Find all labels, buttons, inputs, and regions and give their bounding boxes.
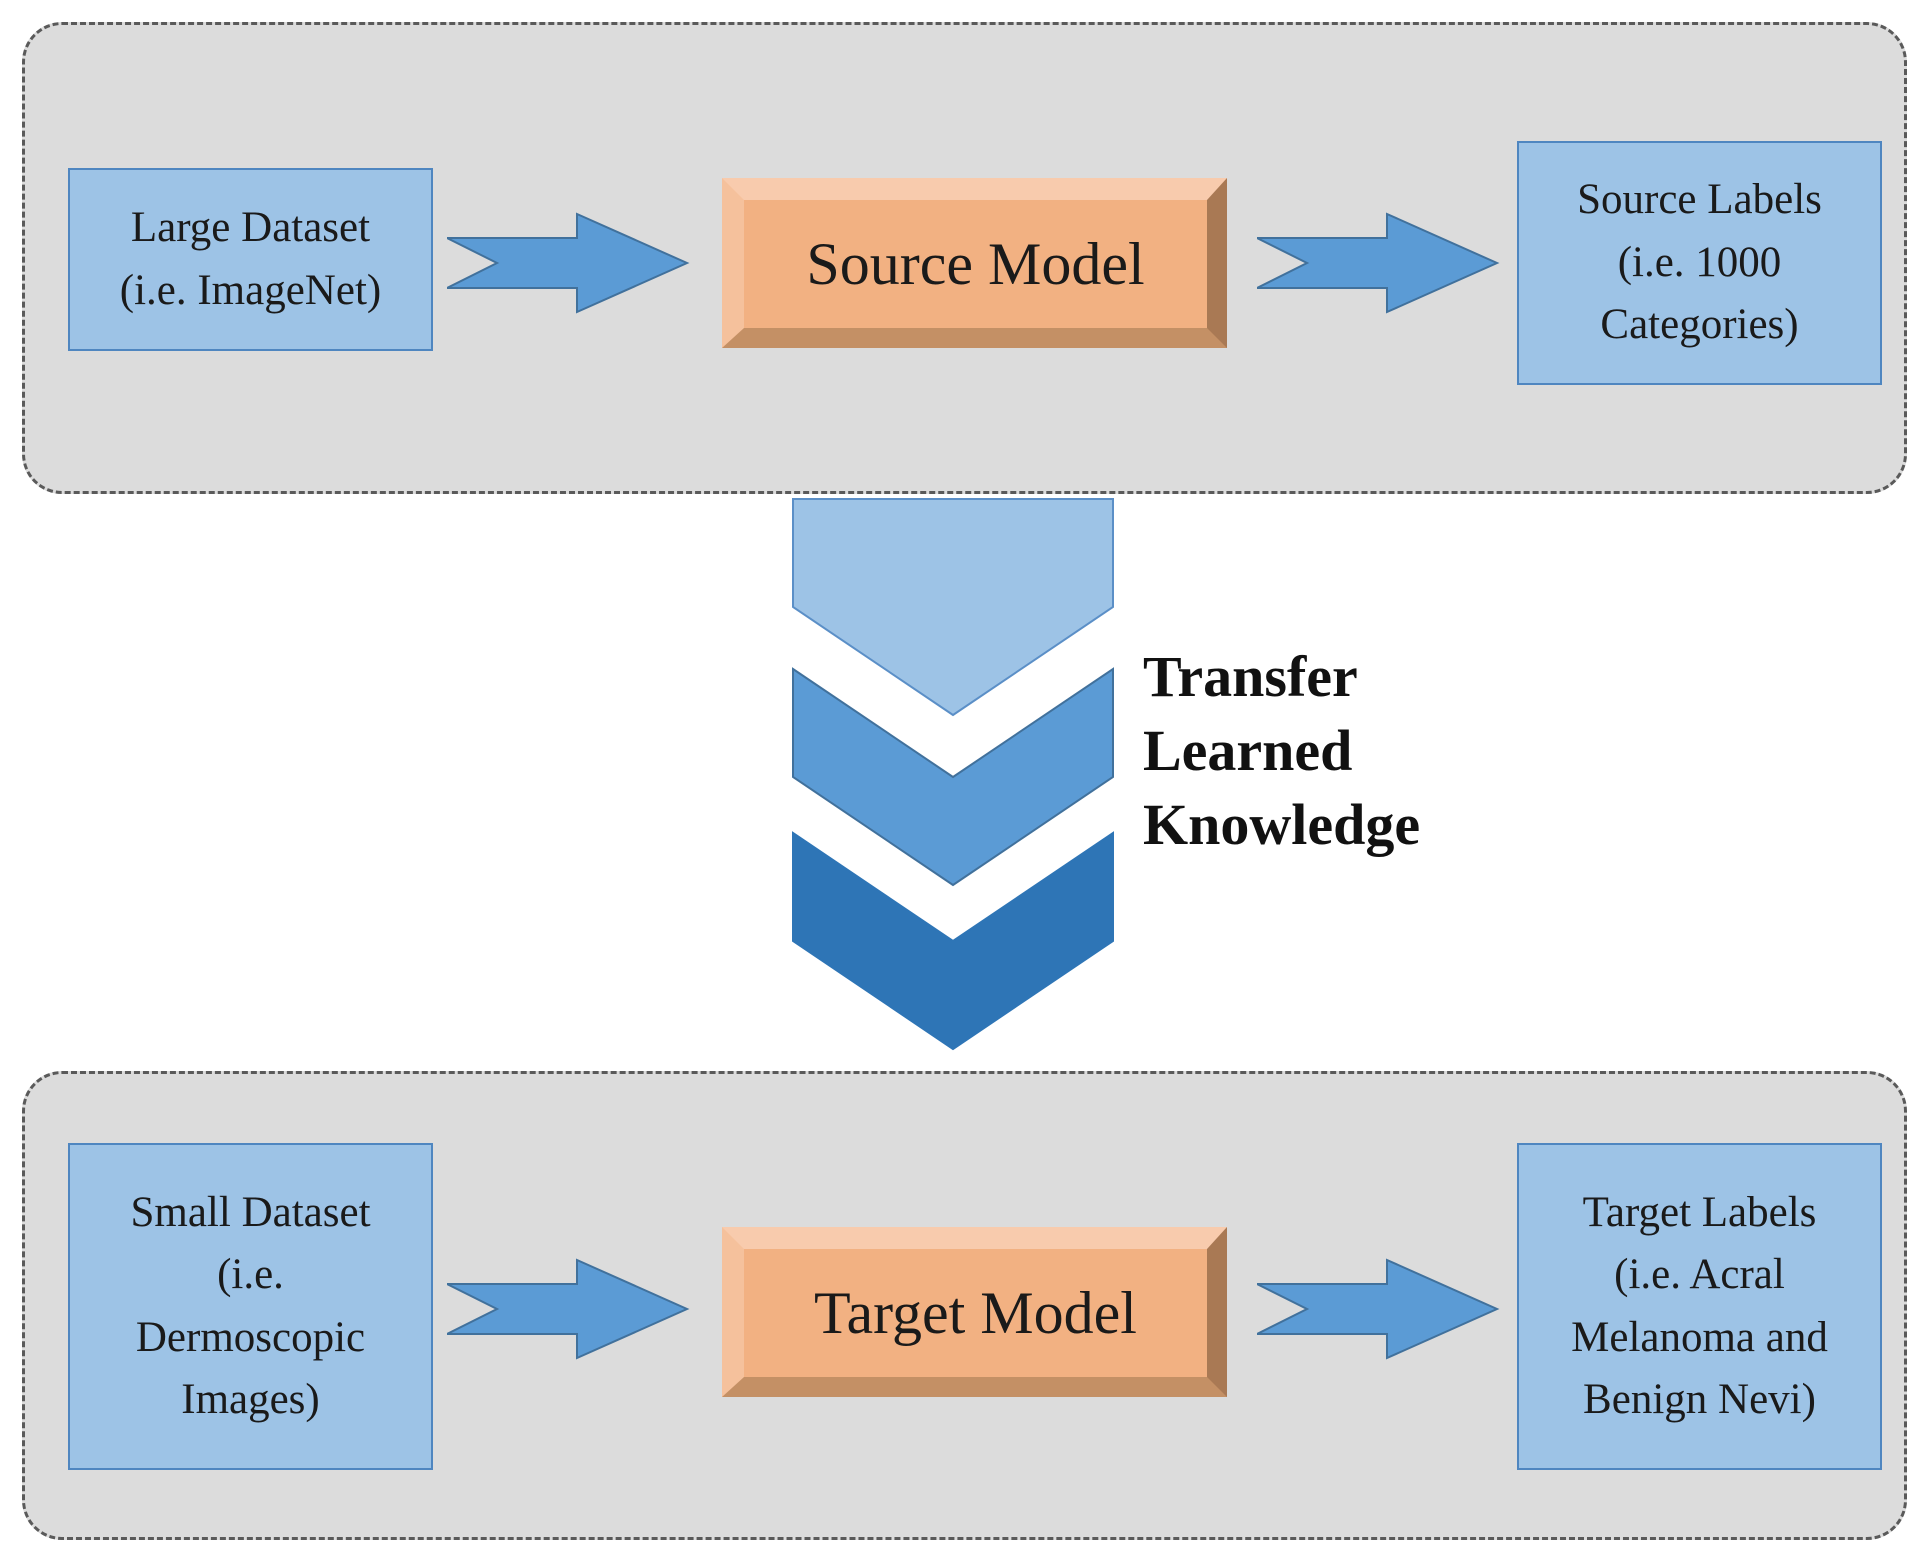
source-model-label: Source Model <box>806 230 1145 297</box>
transfer-chevrons-icon <box>792 498 1114 1051</box>
target-model-label: Target Model <box>814 1279 1137 1346</box>
chevron-dark-icon <box>792 831 1114 1051</box>
target-to-labels-arrow-icon <box>1257 1258 1500 1360</box>
large-dataset-label: Large Dataset (i.e. ImageNet) <box>119 204 382 314</box>
source-labels-label: Source Labels (i.e. 1000 Categories) <box>1577 176 1822 349</box>
transfer-line-1: Transfer <box>1143 644 1358 709</box>
transfer-line-3: Knowledge <box>1143 792 1421 857</box>
target-model-box: Target Model <box>722 1227 1227 1397</box>
transfer-line-2: Learned <box>1143 718 1353 783</box>
large-dataset-box: Large Dataset (i.e. ImageNet) <box>68 168 433 351</box>
small-dataset-box: Small Dataset (i.e. Dermoscopic Images) <box>68 1143 433 1470</box>
small-dataset-label: Small Dataset (i.e. Dermoscopic Images) <box>130 1188 371 1423</box>
chevron-mid-icon <box>792 667 1114 887</box>
target-labels-label: Target Labels (i.e. Acral Melanoma and B… <box>1571 1188 1828 1423</box>
chevron-light-icon <box>792 498 1114 717</box>
source-to-labels-arrow-icon <box>1257 212 1500 314</box>
target-labels-box: Target Labels (i.e. Acral Melanoma and B… <box>1517 1143 1882 1470</box>
transfer-knowledge-label: Transfer Learned Knowledge <box>1143 640 1420 862</box>
source-labels-box: Source Labels (i.e. 1000 Categories) <box>1517 141 1882 385</box>
source-model-box: Source Model <box>722 178 1227 348</box>
dataset-to-source-arrow-icon <box>447 212 690 314</box>
dataset-to-target-arrow-icon <box>447 1258 690 1360</box>
